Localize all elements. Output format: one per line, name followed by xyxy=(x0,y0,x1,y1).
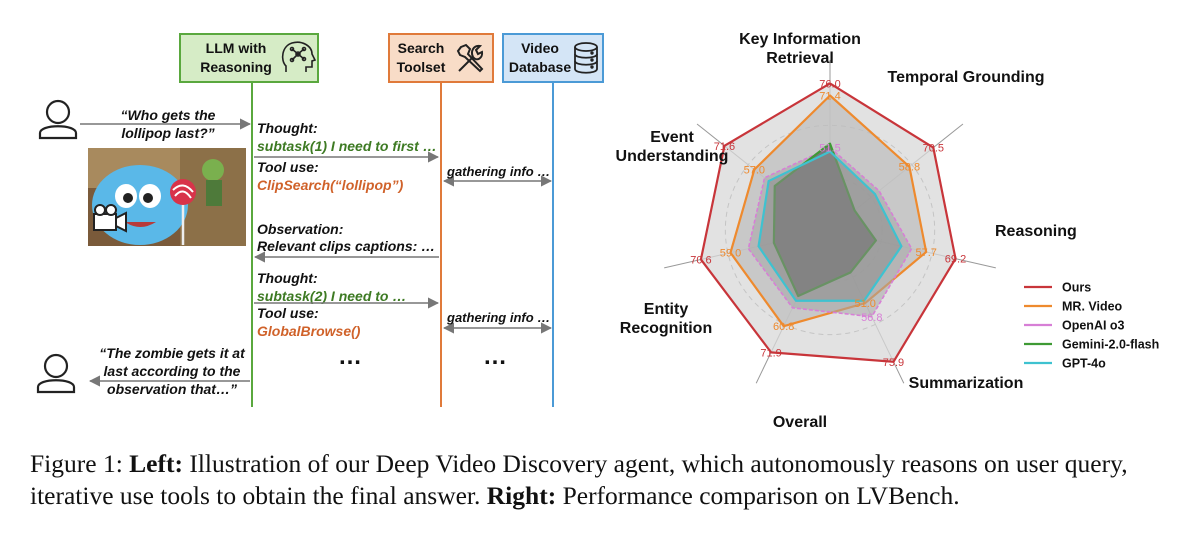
tool2-label: Tool use: xyxy=(257,305,319,321)
llm-actor-box: LLM with Reasoning xyxy=(179,33,319,83)
radar-axis-label: Summarization xyxy=(909,375,1024,392)
user-query-line1: “Who gets the xyxy=(121,107,216,123)
legend-label: Gemini-2.0-flash xyxy=(1062,338,1159,352)
thought2-label: Thought: xyxy=(257,270,318,286)
radar-series-gpt-4o xyxy=(757,150,903,302)
caption-left-label: Left: xyxy=(129,449,183,478)
tool2-call: GlobalBrowse() xyxy=(257,323,361,339)
caption-right-text: Performance comparison on LVBench. xyxy=(556,481,960,510)
radar-value-label: 70.5 xyxy=(923,143,944,155)
radar-value-label: 75.9 xyxy=(883,357,904,369)
database-actor-label-line1: Video xyxy=(521,40,559,56)
radar-chart: 76.0 70.5 69.2 75.9 71.9 70.6 71.6 71.4 58.8 57.7… xyxy=(616,31,1160,431)
answer-line1: “The zombie gets it at xyxy=(99,345,246,361)
database-actor-label-line2: Database xyxy=(509,59,571,75)
legend-label: GPT-4o xyxy=(1062,357,1106,371)
caption-right-label: Right: xyxy=(486,481,557,510)
answer-line3: observation that…” xyxy=(107,381,237,397)
radar-series xyxy=(699,82,957,363)
radar-axis-label: Reasoning xyxy=(995,223,1077,240)
gathering1-text: gathering info … xyxy=(446,164,550,179)
figure-canvas: LLM with Reasoning Search Toolset xyxy=(36,31,1160,431)
radar-value-label: 51.0 xyxy=(854,298,875,310)
video-camera-icon xyxy=(93,213,117,231)
radar-value-label: 57.0 xyxy=(744,165,765,177)
caption-prefix: Figure 1: xyxy=(30,449,130,478)
agent-illustration: LLM with Reasoning Search Toolset xyxy=(36,33,604,407)
user-icon xyxy=(38,99,78,140)
user-icon xyxy=(36,353,76,394)
brain-head-icon xyxy=(281,41,317,72)
radar-value-label: 71.4 xyxy=(819,91,840,103)
thought1-text: subtask(1) I need to first … xyxy=(257,138,437,154)
toolset-actor-label-line1: Search xyxy=(398,40,445,56)
toolset-actor-box: Search Toolset xyxy=(388,33,494,83)
radar-value-label: 69.2 xyxy=(945,254,966,266)
tool1-label: Tool use: xyxy=(257,159,319,175)
legend-label: OpenAI o3 xyxy=(1062,319,1125,333)
radar-value-label: 76.0 xyxy=(819,78,840,90)
user-query-line2: lollipop last?” xyxy=(121,125,214,141)
legend-label: Ours xyxy=(1062,281,1091,295)
answer-line2: last according to the xyxy=(104,363,241,379)
legend-label: MR. Video xyxy=(1062,300,1123,314)
continuation-ellipsis: … xyxy=(483,343,507,370)
wrench-screwdriver-icon xyxy=(456,43,484,73)
radar-value-label: 71.9 xyxy=(760,347,781,359)
figure-caption: Figure 1: Left: Illustration of our Deep… xyxy=(30,448,1180,512)
database-actor-box: Video Database xyxy=(502,33,604,83)
gathering2-text: gathering info … xyxy=(446,310,550,325)
observation-label: Observation: xyxy=(257,221,343,237)
radar-value-label: 71.6 xyxy=(714,141,735,153)
llm-actor-label-line1: LLM with xyxy=(206,40,267,56)
radar-value-label: 51.5 xyxy=(819,143,840,155)
radar-value-label: 56.8 xyxy=(861,312,882,324)
radar-value-label: 70.6 xyxy=(690,254,711,266)
database-icon xyxy=(574,42,598,74)
llm-actor-label-line2: Reasoning xyxy=(200,59,272,75)
radar-axis-label: Overall xyxy=(773,414,827,431)
radar-axis-label: Temporal Grounding xyxy=(887,69,1044,86)
radar-value-label: 59.0 xyxy=(720,248,741,260)
continuation-ellipsis: … xyxy=(338,343,362,370)
thought2-text: subtask(2) I need to … xyxy=(257,288,406,304)
toolset-actor-label-line2: Toolset xyxy=(397,59,446,75)
radar-value-label: 60.8 xyxy=(773,321,794,333)
observation-text: Relevant clips captions: … xyxy=(257,238,435,254)
radar-value-label: 58.8 xyxy=(899,162,920,174)
caption-left-text: Illustration of our Deep Video Discovery… xyxy=(30,449,1128,510)
radar-value-labels: 76.0 70.5 69.2 75.9 71.9 70.6 71.6 71.4 58.8 57.7… xyxy=(690,78,966,368)
radar-value-label: 57.7 xyxy=(915,247,936,259)
thought1-label: Thought: xyxy=(257,120,318,136)
video-frame-image xyxy=(88,148,246,246)
tool1-call: ClipSearch(“lollipop”) xyxy=(257,177,404,193)
